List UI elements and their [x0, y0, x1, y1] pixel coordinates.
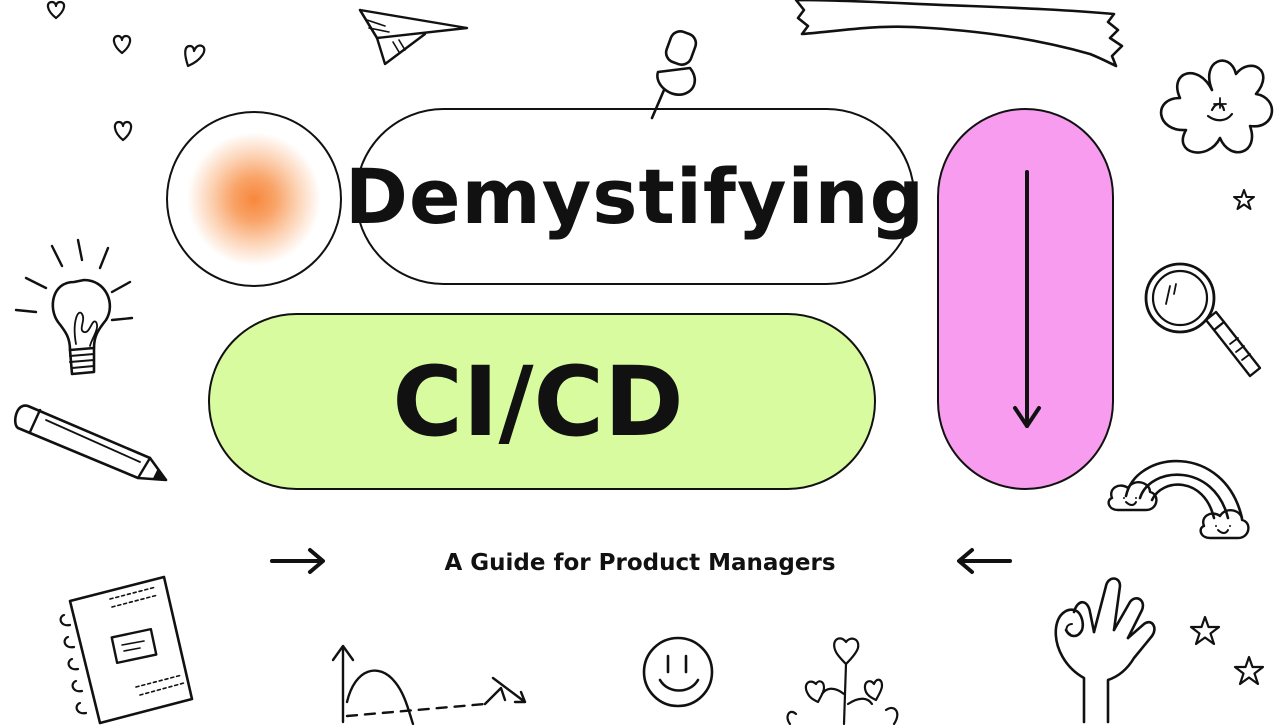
arrow-left-icon [957, 548, 1012, 574]
star-icon [1233, 655, 1265, 686]
title-line-1: Demystifying [344, 152, 926, 241]
heart-plant-icon [786, 637, 899, 725]
graph-doodle-icon [331, 644, 527, 725]
pencil-icon [14, 404, 168, 482]
ribbon-banner-icon [794, 0, 1124, 68]
flower-petal-icon [1264, 60, 1280, 130]
heart-icon [184, 44, 206, 68]
title-pill-demystifying: Demystifying [345, 108, 924, 285]
smiley-icon [642, 636, 714, 708]
star-icon [1233, 189, 1255, 210]
flower-icon [1159, 59, 1274, 154]
arrow-down-icon [1013, 170, 1041, 428]
star-icon [1189, 615, 1221, 646]
ok-hand-icon [1054, 577, 1156, 724]
notebook-icon [59, 575, 194, 725]
paper-plane-icon [358, 8, 469, 66]
subtitle: A Guide for Product Managers [444, 550, 836, 576]
title-pill-ci-cd: CI/CD [208, 313, 876, 490]
heart-icon [46, 0, 66, 20]
heart-icon [113, 120, 133, 142]
pink-arrow-pill [937, 108, 1114, 490]
pushpin-icon [650, 30, 698, 120]
gradient-orb-circle [166, 111, 342, 287]
lightbulb-icon [14, 238, 134, 376]
magnifier-icon [1144, 262, 1262, 378]
title-line-2: CI/CD [392, 345, 684, 458]
heart-icon [112, 34, 132, 55]
rainbow-icon [1107, 459, 1250, 540]
arrow-right-icon [270, 548, 325, 574]
